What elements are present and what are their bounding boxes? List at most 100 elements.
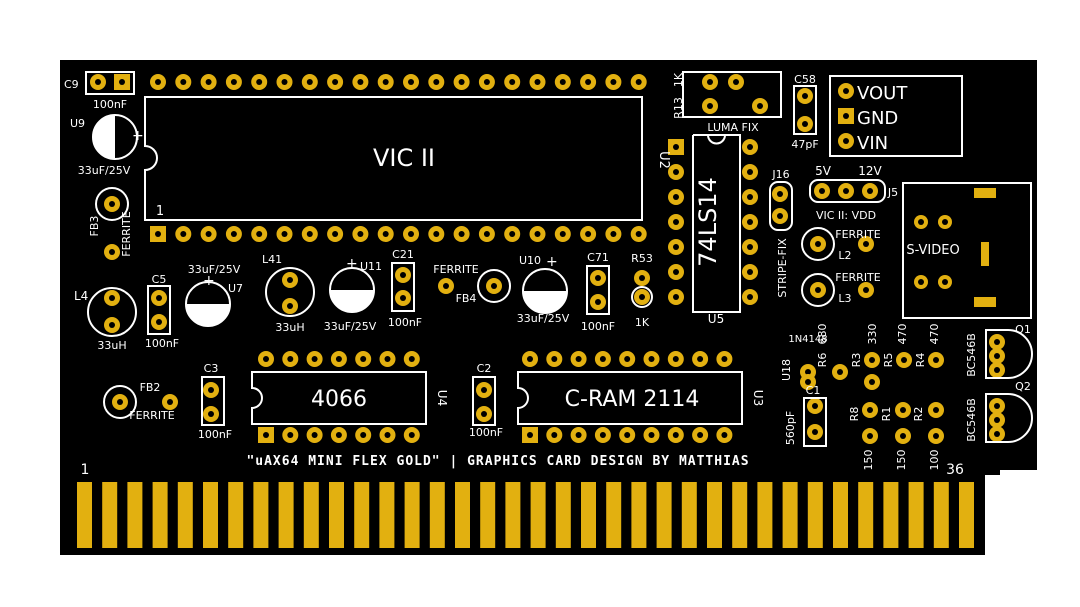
pad-hole	[384, 356, 391, 362]
edge-finger	[480, 482, 496, 548]
r13-value: 1K	[672, 72, 685, 87]
svideo-outline	[902, 182, 1032, 319]
c2-outline	[472, 376, 496, 426]
edge-finger	[77, 482, 92, 548]
c2-value: 100nF	[469, 426, 503, 439]
c58-value: 47pF	[791, 138, 818, 151]
pad-hole	[551, 356, 558, 362]
pad-hole	[933, 407, 939, 413]
stripe-fix-label: STRIPE-FIX	[776, 238, 789, 298]
pad-hole	[287, 277, 293, 283]
r8-label: R8	[848, 407, 861, 422]
r5-value: 470	[896, 324, 909, 345]
pad-hole	[747, 269, 753, 275]
d1-value: 1N4148	[788, 334, 827, 345]
ic-vic-pin1: 1	[156, 204, 164, 219]
r4-value: 470	[928, 324, 941, 345]
svideo-label: S-VIDEO	[906, 243, 959, 258]
pad-hole	[281, 79, 288, 85]
pad-hole	[673, 169, 679, 175]
pad-hole	[311, 432, 318, 438]
c58-outline	[793, 85, 817, 135]
ic-vic-ref: U2	[656, 151, 671, 169]
pad-hole	[673, 194, 679, 200]
pad-hole	[867, 188, 873, 194]
fb4-value: FERRITE	[433, 263, 479, 276]
pad-hole	[95, 79, 101, 85]
pad-hole	[747, 219, 753, 225]
pad-hole	[332, 231, 339, 237]
edge-finger	[303, 482, 319, 548]
j5-5v-label: 5V	[815, 164, 832, 178]
fb2-outline	[103, 385, 137, 419]
pad-hole	[156, 319, 162, 325]
pad-hole	[400, 295, 406, 301]
edge-finger	[152, 482, 168, 548]
pad-hole	[648, 432, 655, 438]
pad-hole	[156, 295, 162, 301]
c21-outline	[391, 262, 415, 312]
r53-value: 1K	[635, 316, 650, 329]
pad-hole	[117, 399, 123, 405]
c1-label: C1	[806, 384, 821, 397]
vout-box-outline	[829, 75, 963, 157]
pad-hole	[815, 241, 821, 247]
pad-hole	[109, 201, 115, 207]
pad-hole	[230, 79, 237, 85]
pad-hole	[527, 432, 533, 438]
pad-hole	[281, 231, 288, 237]
edge-finger	[228, 482, 244, 548]
c2-label: C2	[477, 362, 492, 375]
edge-finger	[631, 482, 647, 548]
pad-hole	[812, 429, 818, 435]
u9-label: U9	[70, 117, 85, 130]
pad-hole	[624, 356, 631, 362]
fb4-outline	[477, 269, 511, 303]
pad-hole	[673, 144, 679, 150]
pad-hole	[900, 433, 906, 439]
pad-hole	[109, 295, 115, 301]
fb3-outline	[95, 187, 129, 221]
svideo-shield-pad	[981, 242, 989, 266]
pad-hole	[408, 356, 415, 362]
edge-finger	[253, 482, 269, 548]
u11-plus: +	[346, 256, 358, 272]
l4-value: 33uH	[97, 339, 126, 352]
pad-hole	[805, 369, 811, 375]
svideo-shield-pad	[974, 297, 996, 307]
pad-hole	[287, 432, 294, 438]
edge-finger	[959, 482, 974, 548]
pad-hole	[167, 399, 173, 405]
edge-finger	[908, 482, 924, 548]
c71-value: 100nF	[581, 320, 615, 333]
pad-hole	[263, 356, 269, 362]
c58-label: C58	[794, 73, 816, 86]
pad-hole	[610, 79, 617, 85]
ic-u5-label: 74LS14	[694, 177, 722, 267]
gnd-label: GND	[857, 108, 898, 129]
pad-hole	[481, 387, 487, 393]
fb3-value: FERRITE	[120, 211, 133, 257]
pad-hole	[205, 231, 212, 237]
c1-outline	[803, 397, 827, 447]
r1-label: R1	[880, 407, 893, 422]
edge-finger	[555, 482, 571, 548]
pad-hole	[527, 356, 533, 362]
svideo-shield-pad	[974, 188, 996, 198]
pad-hole	[747, 194, 753, 200]
pad-hole	[863, 241, 869, 247]
ic-vic-label: VIC II	[373, 144, 435, 172]
edge-finger	[732, 482, 748, 548]
pad-hole	[443, 283, 449, 289]
u18-label: U18	[780, 359, 793, 381]
pad-hole	[585, 79, 592, 85]
c21-label: C21	[392, 248, 414, 261]
pad-hole	[635, 231, 642, 237]
pad-hole	[332, 79, 339, 85]
pad-hole	[707, 79, 713, 85]
pad-hole	[335, 356, 342, 362]
pad-hole	[697, 432, 704, 438]
pad-hole	[208, 387, 214, 393]
edge-pin-first: 1	[81, 462, 90, 478]
ic-u4-body	[251, 371, 427, 425]
